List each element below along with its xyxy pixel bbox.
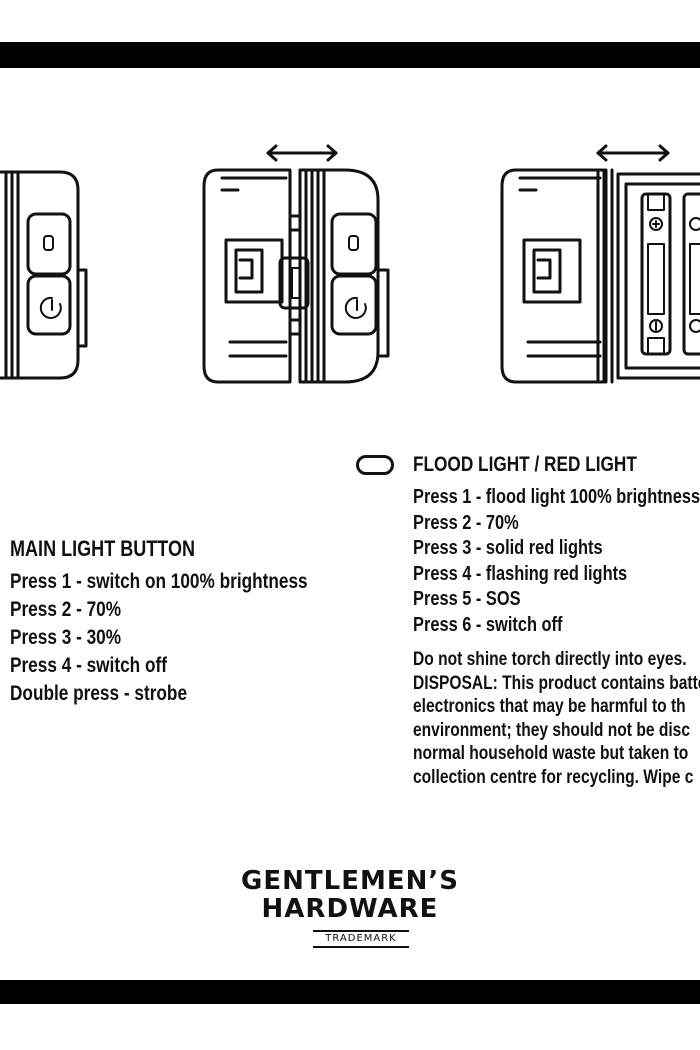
list-item: Press 3 - 30% xyxy=(10,626,122,649)
main-light-list: Press 1 - switch on 100% brightness Pres… xyxy=(10,568,308,708)
list-item: Press 1 - switch on 100% brightness xyxy=(10,570,308,593)
bottom-black-band xyxy=(0,980,700,1004)
top-black-band xyxy=(0,42,700,68)
list-item: Press 2 - 70% xyxy=(10,598,122,621)
brand-logo-line1: GENTLEMEN’S xyxy=(241,866,459,896)
torch-front-view xyxy=(0,170,88,380)
list-item: Double press - strobe xyxy=(10,682,188,705)
list-item: Press 4 - switch off xyxy=(10,654,167,677)
list-item: Press 4 - flashing red lights xyxy=(413,562,628,585)
main-light-title: MAIN LIGHT BUTTON xyxy=(10,536,196,561)
disposal-line: collection centre for recycling. Wipe c xyxy=(413,766,694,788)
disposal-line: normal household waste but taken to xyxy=(413,743,689,764)
list-item: Press 1 - flood light 100% brightness xyxy=(413,486,700,508)
torch-slide-view xyxy=(202,144,390,384)
list-item: Press 2 - 70% xyxy=(413,511,519,534)
brand-logo-line2: HARDWARE xyxy=(261,894,439,924)
list-item: Press 3 - solid red lights xyxy=(413,537,603,559)
list-item: Press 6 - switch off xyxy=(413,613,563,636)
disposal-line: electronics that may be harmful to th xyxy=(413,696,686,717)
list-item: Press 5 - SOS xyxy=(413,588,521,610)
rounded-button-icon xyxy=(356,455,394,475)
headtorch-diagram xyxy=(0,144,700,384)
disposal-note: Do not shine torch directly into eyes. D… xyxy=(413,648,700,789)
disposal-line: environment; they should not be disc xyxy=(413,719,691,741)
disposal-line: Do not shine torch directly into eyes. xyxy=(413,649,687,670)
brand-trademark: TRADEMARK xyxy=(313,930,409,948)
torch-battery-view xyxy=(500,144,700,384)
flood-light-title: FLOOD LIGHT / RED LIGHT xyxy=(413,453,637,476)
disposal-line: DISPOSAL: This product contains batte xyxy=(413,672,700,694)
flood-light-list: Press 1 - flood light 100% brightness Pr… xyxy=(413,485,700,638)
